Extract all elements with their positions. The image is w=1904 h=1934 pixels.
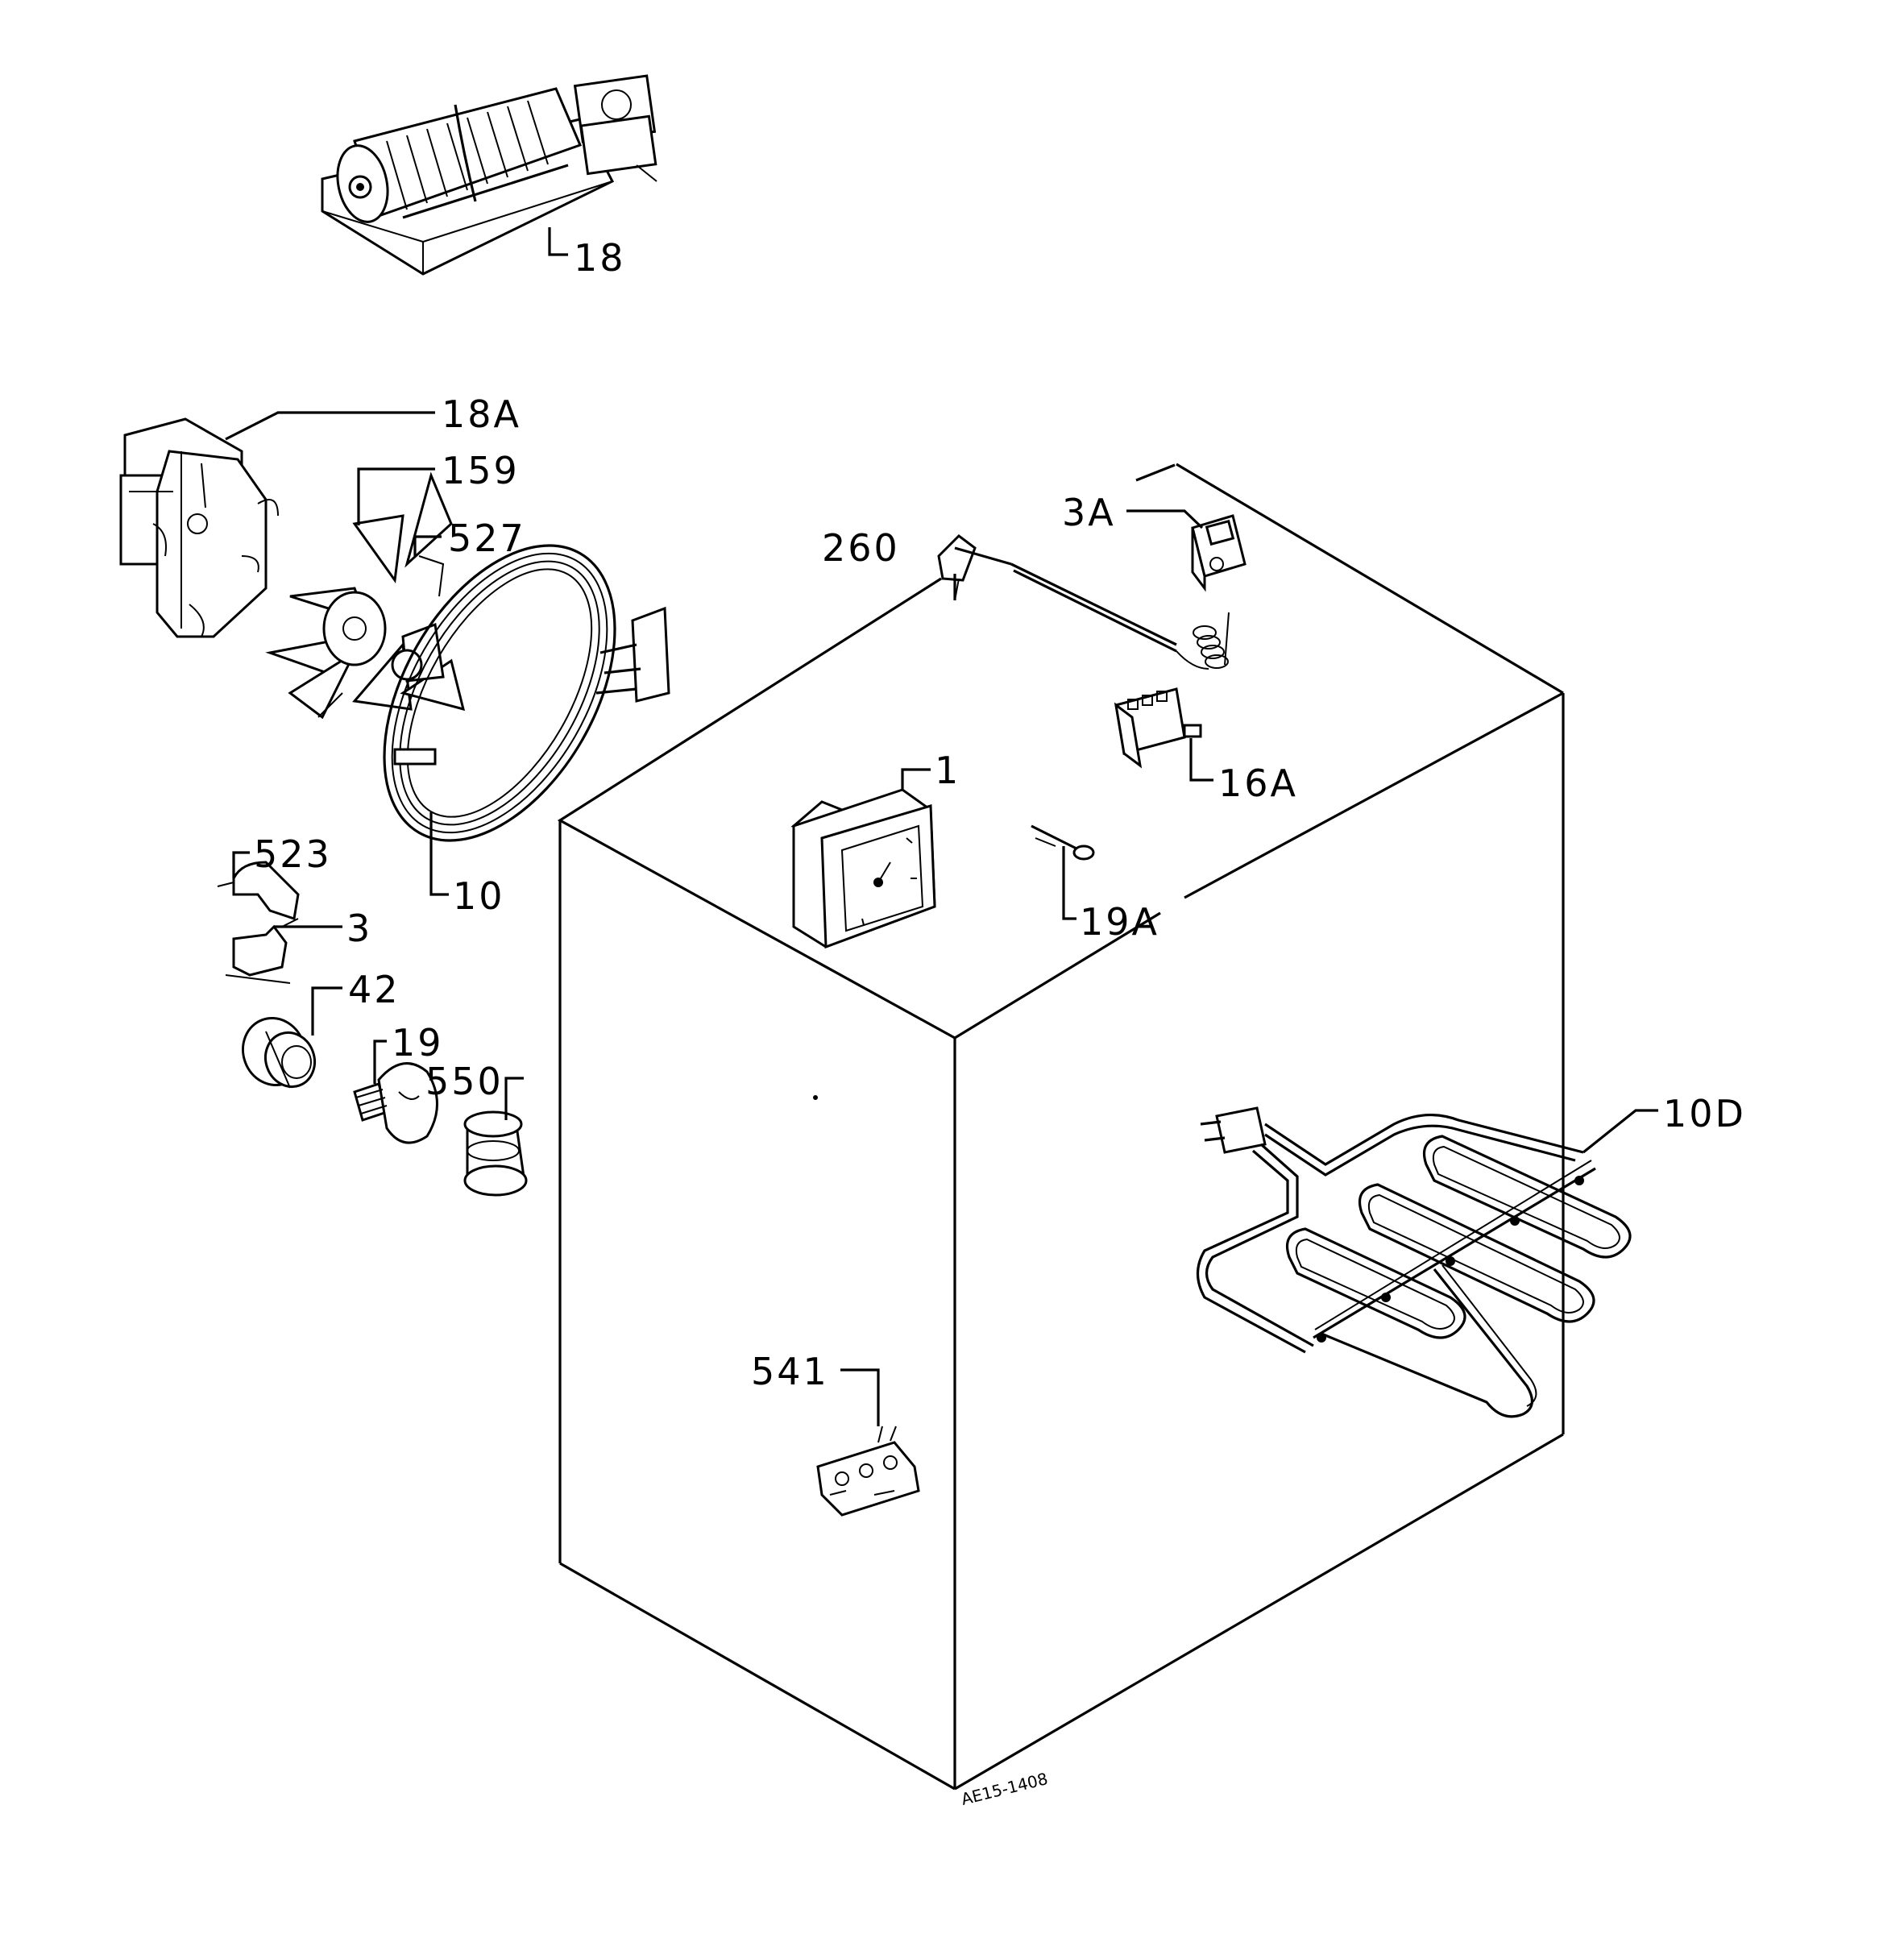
label-19A: 19A [1080, 900, 1159, 944]
part-10-circular-element [383, 544, 670, 842]
label-10D: 10D [1663, 1092, 1746, 1135]
part-19-lamp-bulb [353, 1062, 438, 1144]
part-1-timer-clock [790, 788, 936, 949]
label-159: 159 [442, 449, 520, 492]
label-550: 550 [425, 1060, 504, 1103]
part-19A-sensor [1031, 824, 1095, 861]
label-10: 10 [453, 874, 505, 918]
label-3: 3 [346, 907, 372, 950]
label-1: 1 [935, 749, 960, 792]
part-550-lamp-cover [463, 1110, 528, 1197]
part-260-sensor-probe [937, 534, 1012, 601]
label-18: 18 [574, 236, 626, 280]
part-523-clip [217, 861, 300, 920]
part-42-lamp-holder [242, 1016, 316, 1089]
oven-cabinet [557, 463, 1565, 1791]
part-18A-motor-bracket [119, 417, 279, 638]
label-527: 527 [448, 517, 526, 560]
label-16A: 16A [1218, 762, 1298, 805]
label-541: 541 [751, 1350, 829, 1393]
part-labels: 18 18A 159 527 260 3A 16A 1 19A 10 523 3… [254, 236, 1746, 1809]
part-10D-grill-element [1197, 1106, 1632, 1418]
label-3A: 3A [1062, 491, 1116, 534]
part-3A-thermostat [1010, 514, 1247, 670]
part-541-terminal-block [816, 1426, 920, 1517]
leader-lines [225, 227, 1658, 1426]
label-42: 42 [348, 968, 400, 1011]
part-18-tangential-fan [321, 74, 657, 276]
label-18A: 18A [442, 392, 521, 436]
label-260: 260 [822, 526, 900, 570]
label-523: 523 [254, 832, 332, 876]
part-159-fan-blade [265, 471, 466, 720]
drawing-code: AE15-1408 [959, 1769, 1049, 1809]
part-3-clip [225, 918, 299, 984]
label-19: 19 [392, 1021, 444, 1065]
part-16A-switch [1114, 687, 1202, 769]
